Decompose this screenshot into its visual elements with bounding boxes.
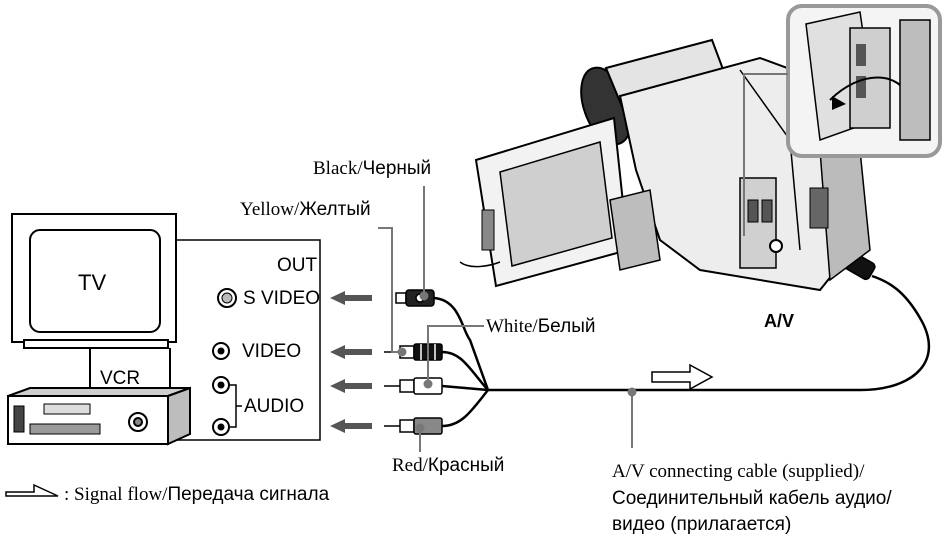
white-plug bbox=[384, 377, 443, 395]
av-jack-label: A/V bbox=[764, 311, 795, 331]
vcr-label: VCR bbox=[100, 368, 141, 389]
cable-label-line3: видео (прилагается) bbox=[612, 514, 792, 535]
s-video-plug bbox=[395, 289, 435, 307]
cable-label-line2: Соединительный кабель аудио/ bbox=[612, 488, 892, 509]
red-label-ru: Красный bbox=[427, 455, 505, 476]
red-label-en: Red/ bbox=[392, 455, 428, 476]
s-video-label: S VIDEO bbox=[243, 288, 321, 309]
tv-label: TV bbox=[78, 270, 107, 295]
connector-detail-inset bbox=[786, 4, 942, 158]
video-jack bbox=[212, 342, 230, 360]
white-label-en: White/ bbox=[486, 316, 538, 337]
out-label: OUT bbox=[277, 255, 318, 276]
av-input-panel bbox=[176, 239, 321, 441]
cable-label-line1: A/V connecting cable (supplied)/ bbox=[612, 461, 865, 482]
black-label-ru: Черный bbox=[362, 158, 432, 179]
yellow-label: Yellow/Желтый bbox=[240, 200, 371, 219]
cable-bundle bbox=[433, 274, 931, 428]
legend-label-ru: Передача сигнала bbox=[167, 484, 330, 505]
audio-label: AUDIO bbox=[244, 396, 305, 417]
legend-label: : Signal flow/Передача сигнала bbox=[64, 485, 329, 504]
leader-lines bbox=[378, 186, 637, 452]
inset-pointer bbox=[743, 73, 788, 236]
red-label: Red/Красный bbox=[392, 456, 504, 475]
input-arrows bbox=[330, 291, 372, 433]
white-label-ru: Белый bbox=[537, 316, 596, 337]
audio-bracket bbox=[229, 384, 237, 428]
tv-illustration bbox=[11, 213, 177, 390]
legend-signal-arrow bbox=[5, 483, 59, 497]
s-video-jack bbox=[217, 288, 237, 308]
audio-jack-right bbox=[212, 418, 230, 436]
legend-label-en: : Signal flow/ bbox=[64, 484, 168, 505]
yellow-label-en: Yellow/ bbox=[240, 199, 300, 220]
black-label: Black/Черный bbox=[313, 159, 431, 178]
signal-flow-arrow bbox=[651, 363, 714, 391]
black-label-en: Black/ bbox=[313, 158, 363, 179]
audio-jack-left bbox=[212, 376, 230, 394]
red-plug bbox=[384, 417, 443, 435]
video-label: VIDEO bbox=[242, 341, 302, 362]
yellow-label-ru: Желтый bbox=[299, 199, 371, 220]
white-label: White/Белый bbox=[486, 317, 595, 336]
vcr-illustration bbox=[7, 386, 191, 446]
